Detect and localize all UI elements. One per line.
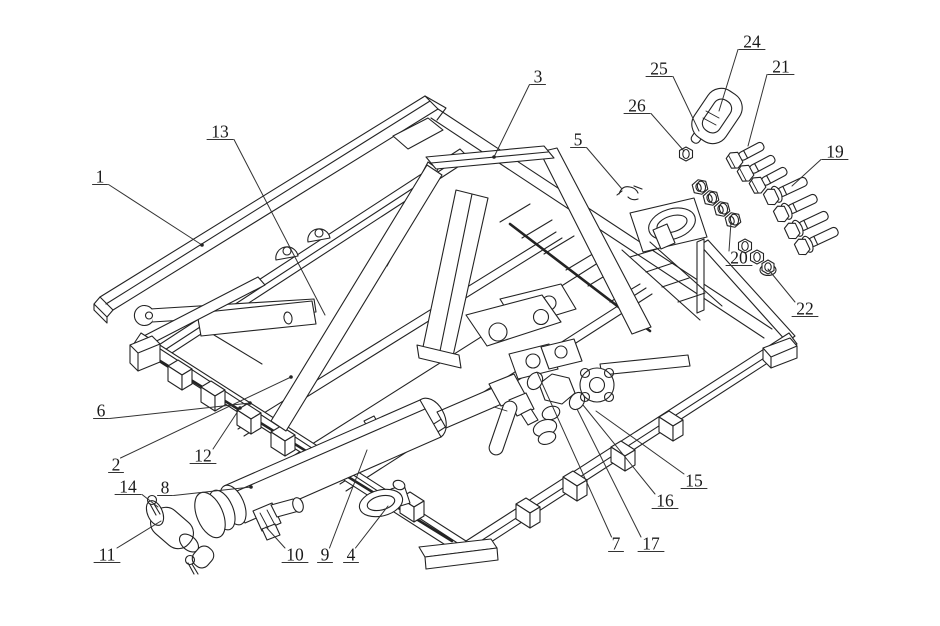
leader-line-7 <box>536 371 612 538</box>
pivot-pin <box>488 400 518 456</box>
leader-line-5 <box>586 147 623 190</box>
hex-nut <box>749 249 765 265</box>
part-number-10: 10 <box>286 545 304 565</box>
leader-line-16 <box>582 404 656 495</box>
leader-line-4 <box>355 505 389 549</box>
part-number-8: 8 <box>161 478 170 498</box>
part-number-4: 4 <box>347 545 356 565</box>
shackle-link <box>690 87 743 145</box>
leader-line-3 <box>493 84 530 158</box>
part-number-20: 20 <box>730 248 748 268</box>
cotter-pin <box>184 554 199 575</box>
leader-dot-8 <box>249 485 253 489</box>
leader-line-11 <box>116 520 162 549</box>
leader-line-12 <box>212 407 241 450</box>
retainer-clip <box>616 185 643 201</box>
leader-line-10 <box>265 526 286 549</box>
part-number-26: 26 <box>628 96 646 116</box>
leader-line-21 <box>747 74 768 147</box>
leader-line-6 <box>109 402 251 419</box>
leader-dot-1 <box>200 243 204 247</box>
part-number-15: 15 <box>685 471 703 491</box>
cotter-pin <box>146 494 161 516</box>
part-number-12: 12 <box>194 446 212 466</box>
part-number-1: 1 <box>96 167 105 187</box>
part-number-25: 25 <box>650 59 668 79</box>
part-number-2: 2 <box>112 455 121 475</box>
clevis-mount <box>145 494 215 575</box>
part-number-16: 16 <box>656 491 674 511</box>
part-number-14: 14 <box>119 477 137 497</box>
leader-line-2 <box>120 376 292 459</box>
part-number-13: 13 <box>211 122 229 142</box>
leader-line-14 <box>141 494 159 508</box>
leader-line-25 <box>672 76 700 132</box>
part-number-3: 3 <box>534 67 543 87</box>
part-number-22: 22 <box>796 299 814 319</box>
part-number-9: 9 <box>321 545 330 565</box>
part-number-24: 24 <box>743 32 761 52</box>
d-ring-rear <box>616 185 696 250</box>
part-number-17: 17 <box>642 534 660 554</box>
leader-dot-3 <box>492 155 496 159</box>
leader-dot-12 <box>238 406 242 410</box>
part-number-11: 11 <box>99 545 116 565</box>
part-number-21: 21 <box>772 57 790 77</box>
lift-frame <box>270 145 652 432</box>
leader-dot-6 <box>248 401 252 405</box>
part-number-7: 7 <box>612 534 621 554</box>
leader-line-8 <box>173 486 252 496</box>
leader-line-24 <box>718 49 739 112</box>
flange-nut <box>759 259 777 277</box>
part-number-6: 6 <box>97 401 106 421</box>
universal-joint <box>488 338 691 456</box>
leader-line-15 <box>595 410 685 475</box>
leader-line-1 <box>108 184 203 246</box>
leader-line-17 <box>576 408 642 538</box>
hex-nut <box>678 146 694 162</box>
leader-line-26 <box>650 113 685 152</box>
leader-line-9 <box>329 449 368 549</box>
leader-line-13 <box>233 139 326 316</box>
d-ring-front <box>358 479 411 518</box>
part-number-19: 19 <box>826 142 844 162</box>
leader-line-22 <box>767 268 796 303</box>
leader-line-19 <box>791 159 822 187</box>
part-number-5: 5 <box>574 130 583 150</box>
leader-line-20 <box>728 221 732 252</box>
leader-dot-2 <box>289 375 293 379</box>
